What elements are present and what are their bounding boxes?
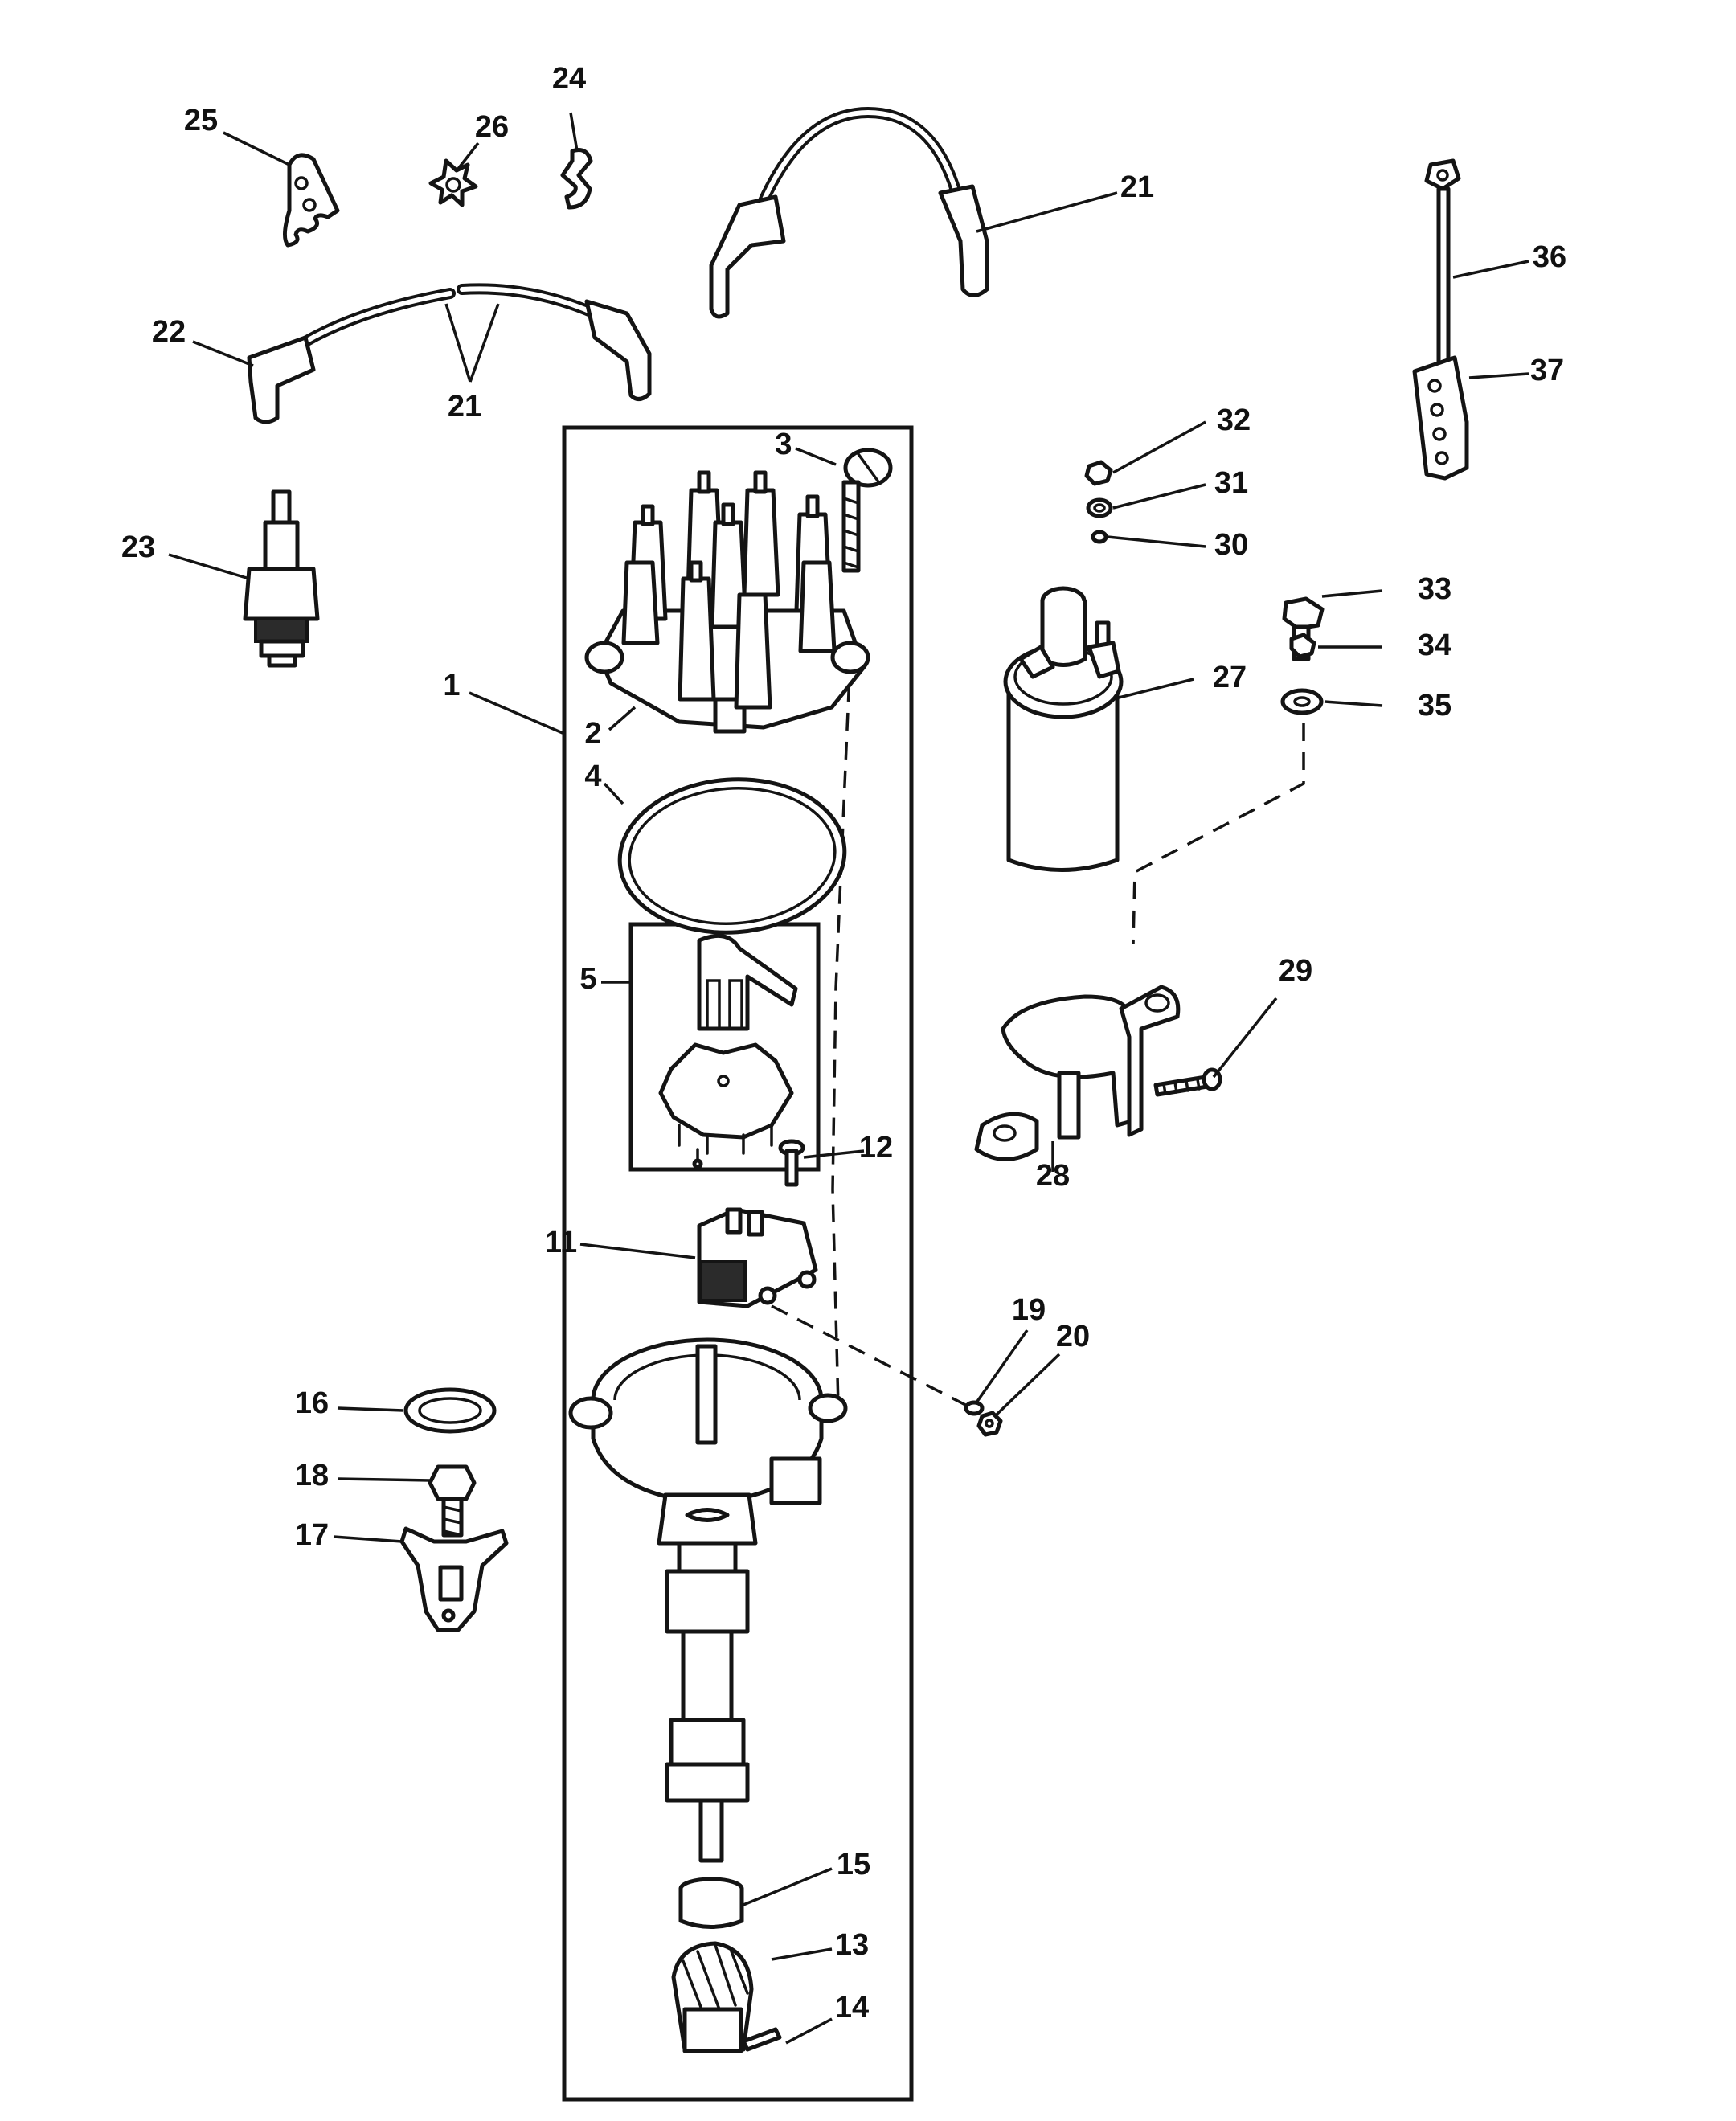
callout-5: 5 [579, 962, 596, 996]
lock-washer-19 [964, 1400, 985, 1416]
spark-plug-23 [243, 489, 320, 668]
drive-gear-13 [671, 1941, 754, 2053]
callout-4: 4 [584, 760, 601, 793]
callout-18: 18 [295, 1459, 329, 1492]
callout-23: 23 [121, 530, 155, 564]
cap-screw-alignment-line [831, 654, 852, 1407]
roll-pin-14 [741, 2027, 782, 2052]
hold-down-bolt-18 [428, 1464, 477, 1538]
distributor-housing [568, 1337, 848, 1863]
callout-27: 27 [1213, 661, 1247, 694]
rod-36 [1424, 158, 1461, 372]
spark-plug-wire-22 [247, 283, 652, 424]
callout-31: 31 [1214, 466, 1248, 500]
callout-14: 14 [835, 1991, 869, 2025]
callout-15: 15 [837, 1848, 870, 1881]
callout-19: 19 [1012, 1293, 1046, 1327]
rotor-kit-5 [658, 933, 798, 1169]
callout-37: 37 [1530, 354, 1564, 387]
callout-22: 22 [152, 315, 186, 349]
callout-36: 36 [1533, 240, 1566, 274]
screw-29 [1153, 1067, 1222, 1097]
callout-labels: 1 2 3 4 5 11 12 13 14 15 16 17 18 19 20 … [121, 62, 1566, 2025]
callout-26: 26 [475, 110, 509, 144]
callout-29: 29 [1279, 954, 1312, 988]
spark-plug-wire-21-top [709, 106, 989, 319]
nut-32 [1084, 460, 1113, 486]
washer-35 [1280, 688, 1324, 715]
coil-bracket-28 [974, 985, 1181, 1161]
callout-12: 12 [859, 1131, 893, 1165]
callout-28: 28 [1036, 1159, 1070, 1193]
coil-bracket-alignment-line [1132, 723, 1305, 945]
callout-1: 1 [443, 669, 460, 702]
callout-11: 11 [545, 1226, 577, 1259]
callout-33: 33 [1418, 572, 1451, 606]
wire-bracket-37 [1412, 355, 1469, 481]
washer-31 [1086, 497, 1113, 518]
washer-16 [403, 1387, 497, 1434]
leader-lines [168, 112, 1529, 2045]
module-nut-alignment-line [771, 1304, 977, 1412]
callout-13: 13 [835, 1928, 869, 1962]
nut-20 [976, 1411, 1003, 1437]
cap-screw-3 [841, 448, 893, 573]
callout-25: 25 [184, 104, 218, 137]
callout-21-left: 21 [448, 390, 481, 424]
callout-17: 17 [295, 1518, 329, 1552]
screw-12 [778, 1139, 805, 1187]
distributor-cap-2 [584, 470, 870, 734]
hold-down-clamp-17 [399, 1526, 509, 1632]
callout-32: 32 [1217, 403, 1251, 437]
ignition-coil-27 [1003, 586, 1124, 872]
callout-30: 30 [1214, 528, 1248, 562]
callout-2: 2 [584, 717, 601, 751]
star-clip-26 [428, 158, 478, 207]
callout-24: 24 [552, 62, 586, 96]
nut-34 [1289, 633, 1316, 659]
callout-35: 35 [1418, 689, 1451, 723]
lock-washer-30 [1091, 530, 1108, 544]
bushing-15 [678, 1877, 744, 1929]
callout-21-top: 21 [1120, 170, 1154, 204]
callout-3: 3 [775, 428, 792, 461]
ignition-module-11 [697, 1207, 818, 1308]
callout-16: 16 [295, 1386, 329, 1420]
callout-34: 34 [1418, 629, 1451, 662]
hook-clip-24 [560, 148, 593, 210]
cap-gasket-4 [617, 777, 847, 935]
callout-20: 20 [1056, 1320, 1090, 1353]
wire-separator-25 [283, 153, 340, 248]
distributor-assembly-frame [562, 425, 914, 2102]
